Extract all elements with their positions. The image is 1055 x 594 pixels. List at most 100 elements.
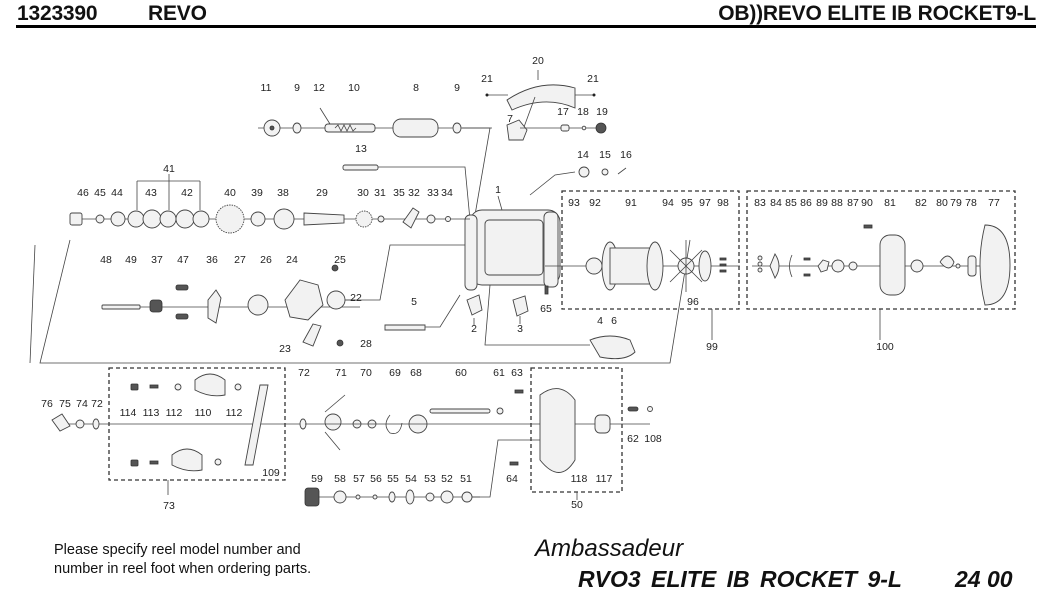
part-110b-knob xyxy=(171,448,203,472)
callout-label-97: 97 xyxy=(699,197,711,209)
callout-label-13: 13 xyxy=(355,143,367,155)
part-88-bearing xyxy=(831,259,845,273)
callout-label-38: 38 xyxy=(277,187,289,199)
callout-label-86: 86 xyxy=(800,197,812,209)
callout-label-46: 46 xyxy=(77,187,89,199)
callout-label-6: 6 xyxy=(611,315,617,327)
part-52-bearing xyxy=(440,490,454,504)
part-79 xyxy=(955,263,961,269)
callout-label-60: 60 xyxy=(455,367,467,379)
part-82 xyxy=(910,259,924,273)
callout-label-23: 23 xyxy=(279,343,291,355)
part-33 xyxy=(426,214,436,224)
callout-label-42: 42 xyxy=(181,187,193,199)
part-11-gear xyxy=(263,119,281,137)
part-57 xyxy=(355,494,361,500)
callout-label-53: 53 xyxy=(424,473,436,485)
part-47b-spring xyxy=(175,313,189,320)
part-22-ring xyxy=(326,290,346,310)
callout-label-9b: 9 xyxy=(454,82,460,94)
callout-label-34: 34 xyxy=(441,187,453,199)
callout-label-41: 41 xyxy=(163,163,175,175)
callout-label-100: 100 xyxy=(876,341,894,353)
part-72a xyxy=(92,418,100,430)
callout-label-26: 26 xyxy=(260,254,272,266)
callout-label-65: 65 xyxy=(540,303,552,315)
callout-label-43: 43 xyxy=(145,187,157,199)
part-83-balls xyxy=(757,255,763,273)
guide-line xyxy=(39,239,691,364)
callout-label-19: 19 xyxy=(596,106,608,118)
part-51-ring xyxy=(461,491,473,503)
part-75-plate xyxy=(51,413,71,432)
part-84 xyxy=(769,253,780,279)
callout-label-92: 92 xyxy=(589,197,601,209)
part-number: 1323390 xyxy=(17,2,98,25)
part-65-screw xyxy=(544,285,549,295)
callout-label-73: 73 xyxy=(163,500,175,512)
note-line-1: Please specify reel model number and xyxy=(54,542,301,558)
callout-label-74: 74 xyxy=(76,398,88,410)
callout-label-108: 108 xyxy=(644,433,662,445)
part-28 xyxy=(336,339,344,347)
part-89 xyxy=(817,259,830,273)
part-36-yoke xyxy=(207,289,222,324)
callout-label-9a: 9 xyxy=(294,82,300,94)
callout-label-95: 95 xyxy=(681,197,693,209)
callout-label-36: 36 xyxy=(206,254,218,266)
series-name: REVO xyxy=(148,2,207,25)
part-54 xyxy=(405,489,415,505)
callout-label-85: 85 xyxy=(785,197,797,209)
part-23-lever xyxy=(302,323,322,347)
part-95-brake-hub xyxy=(669,240,703,292)
part-114b-cap xyxy=(130,459,139,467)
part-113b-screw xyxy=(149,460,159,465)
part-7-clip xyxy=(506,119,528,141)
part-14 xyxy=(578,166,590,178)
callout-label-2: 2 xyxy=(471,323,477,335)
callout-label-72a: 72 xyxy=(91,398,103,410)
model-code: 24 00 xyxy=(955,566,1013,592)
callout-label-80: 80 xyxy=(936,197,948,209)
part-85 xyxy=(789,254,793,278)
part-78-knob xyxy=(967,255,977,277)
part-40-main-gear xyxy=(215,204,245,234)
part-37 xyxy=(149,299,163,313)
callout-label-89: 89 xyxy=(816,197,828,209)
callout-label-1: 1 xyxy=(495,184,501,196)
part-77-cover xyxy=(979,224,1011,306)
callout-label-114: 114 xyxy=(120,407,137,419)
callout-label-18: 18 xyxy=(577,106,589,118)
callout-label-49: 49 xyxy=(125,254,137,266)
ordering-note: Please specify reel model number and num… xyxy=(54,541,311,579)
callout-label-63: 63 xyxy=(511,367,523,379)
callout-label-15: 15 xyxy=(599,149,611,161)
callout-label-117: 117 xyxy=(596,473,613,485)
callout-label-75: 75 xyxy=(59,398,71,410)
part-113a-screw xyxy=(149,384,159,389)
part-92-bearing xyxy=(585,257,603,275)
callout-label-30: 30 xyxy=(357,187,369,199)
callout-label-70: 70 xyxy=(360,367,372,379)
callout-label-109: 109 xyxy=(262,467,280,479)
callout-label-5: 5 xyxy=(411,296,417,308)
part-1-frame xyxy=(464,209,561,291)
callout-label-56: 56 xyxy=(370,473,382,485)
part-3-plate xyxy=(512,295,529,317)
part-60-shaft xyxy=(429,408,491,414)
part-38-star-drag xyxy=(273,208,295,230)
part-81-sideplate xyxy=(879,234,906,296)
callout-label-29: 29 xyxy=(316,187,328,199)
callout-label-14: 14 xyxy=(577,149,589,161)
part-109-handle-arm xyxy=(244,384,269,466)
callout-label-69: 69 xyxy=(389,367,401,379)
callout-label-94: 94 xyxy=(662,197,674,209)
part-59-cap xyxy=(304,487,320,507)
callout-label-7: 7 xyxy=(507,113,513,125)
callout-label-82: 82 xyxy=(915,197,927,209)
callout-label-98: 98 xyxy=(717,197,729,209)
part-2-plate xyxy=(466,294,483,316)
callout-label-37: 37 xyxy=(151,254,163,266)
callout-label-112a: 112 xyxy=(166,407,183,419)
